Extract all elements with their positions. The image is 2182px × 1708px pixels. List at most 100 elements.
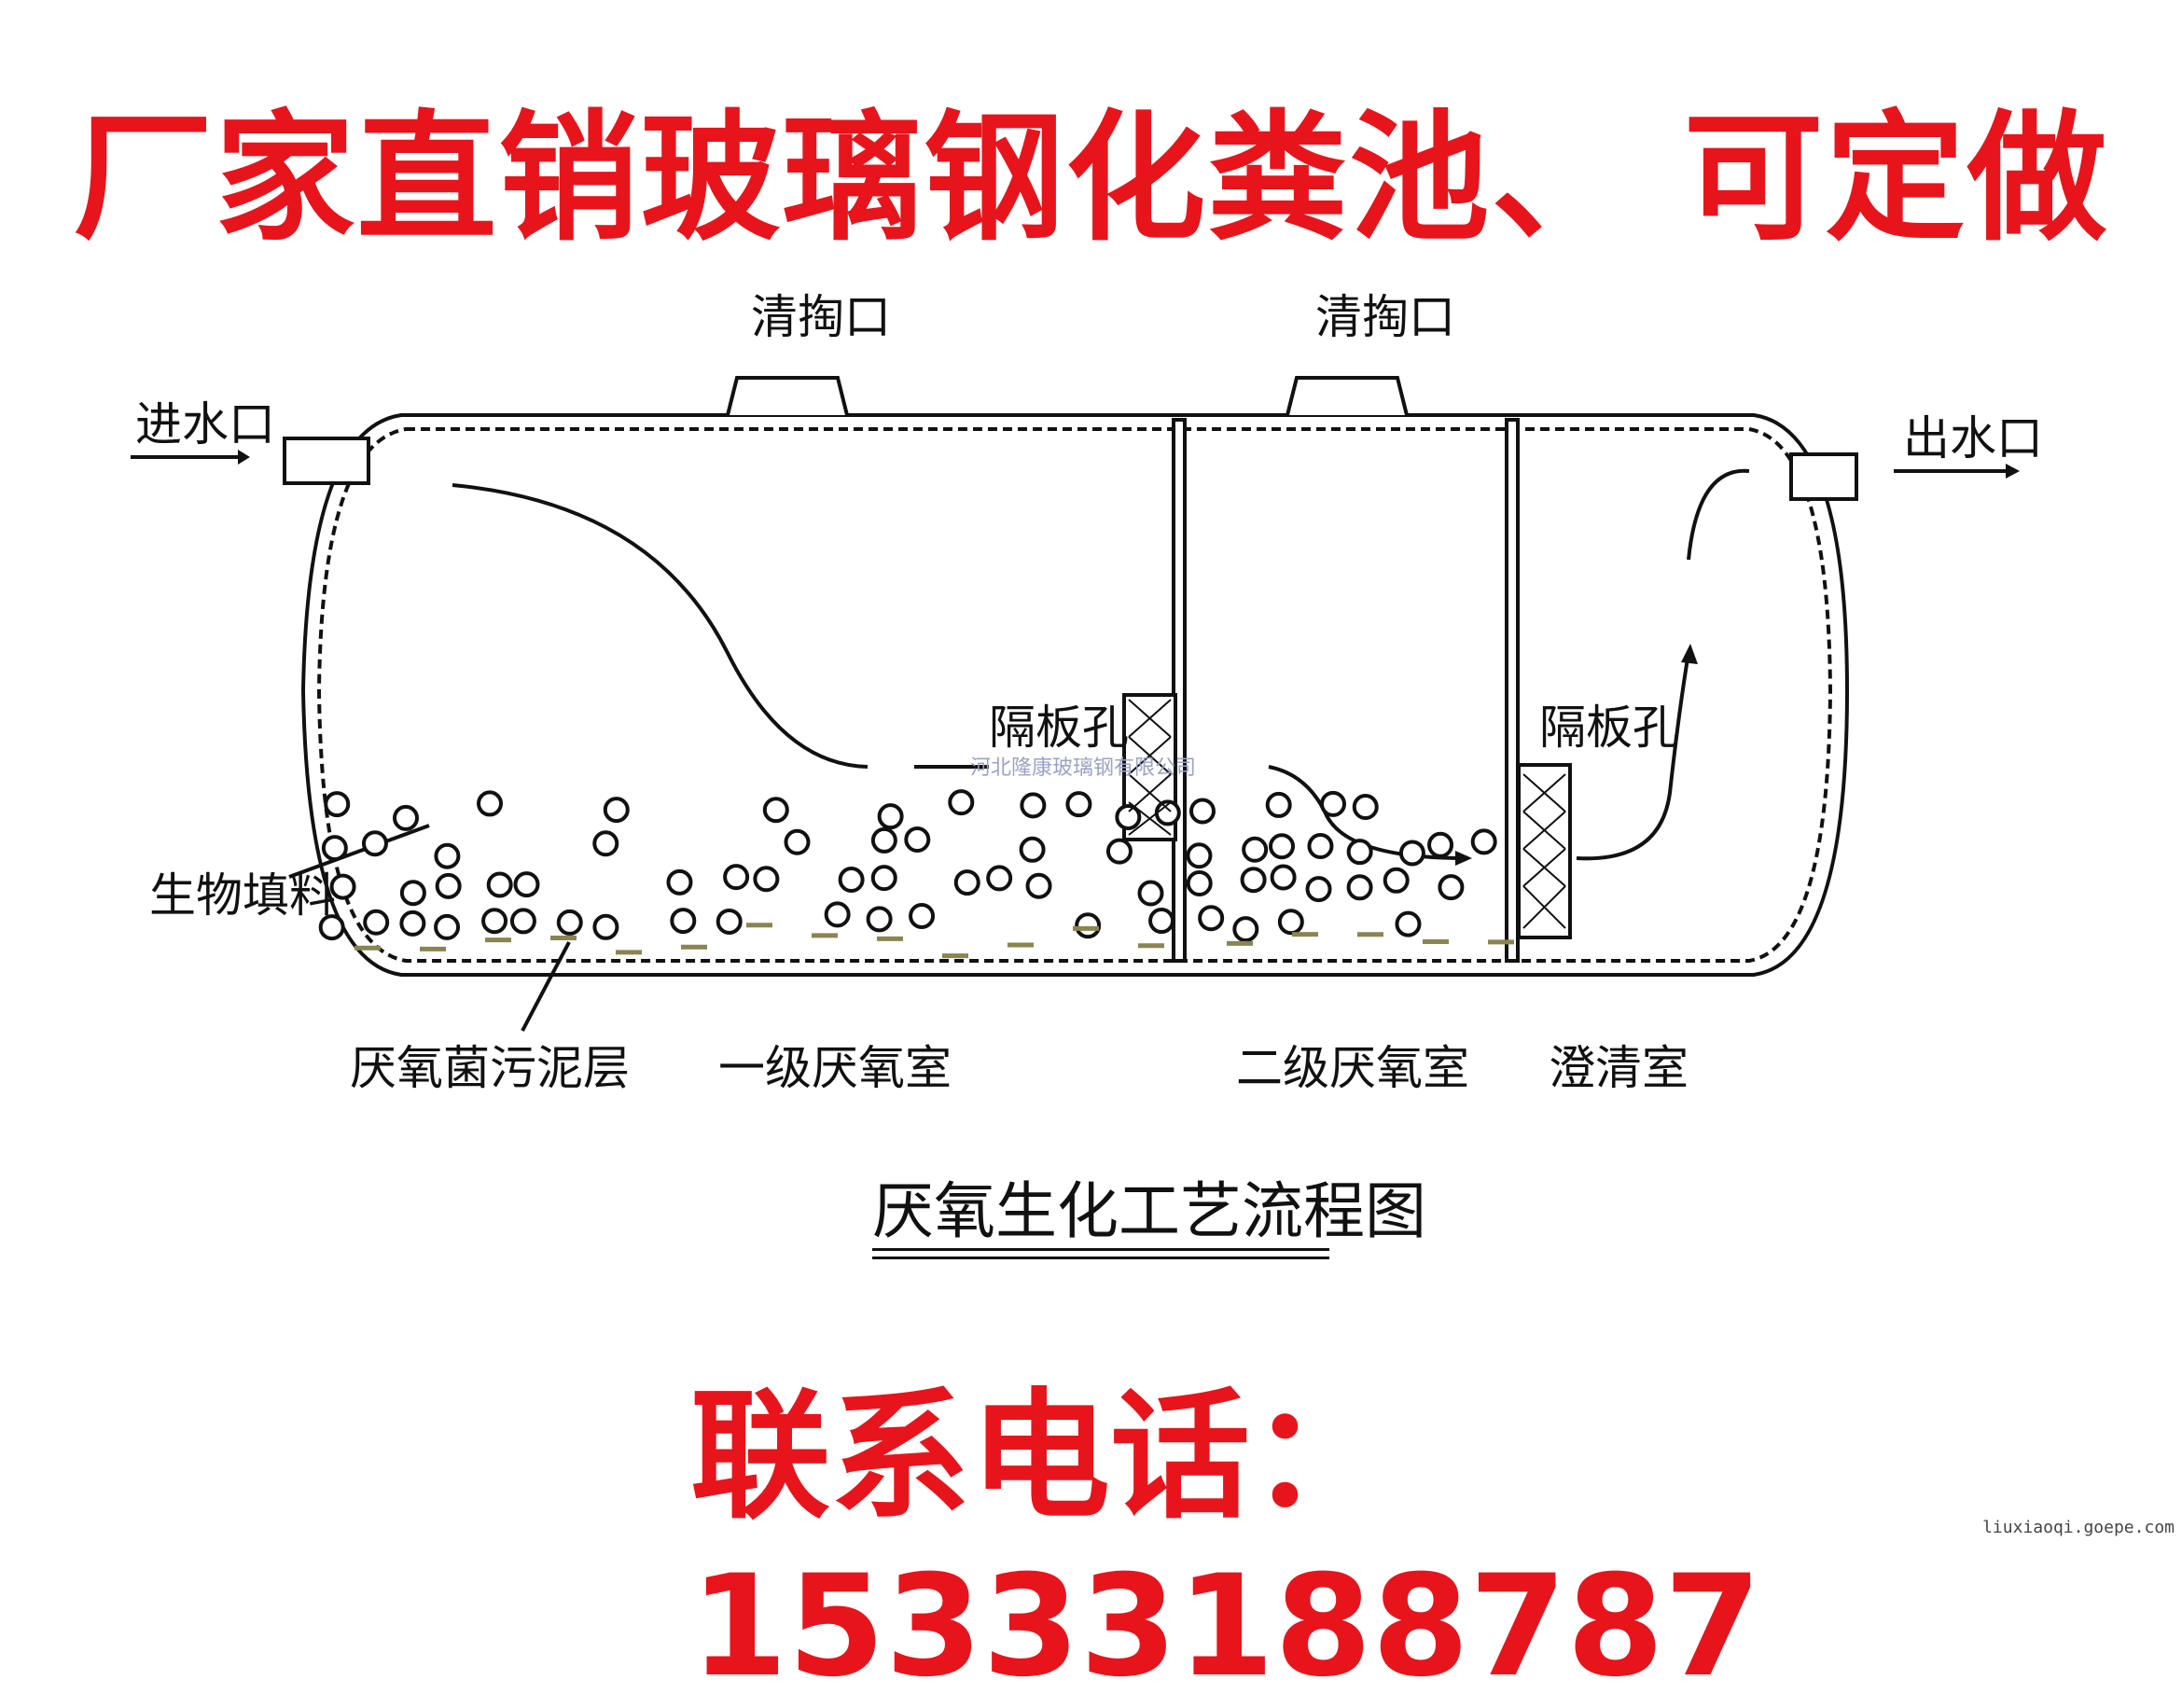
filler-ball xyxy=(1277,909,1304,936)
filler-ball xyxy=(1025,872,1052,899)
flow-curve-1 xyxy=(452,483,869,769)
filler-ball xyxy=(513,871,540,898)
filler-ball xyxy=(1232,916,1259,943)
clarifier-label: 澄清室 xyxy=(1549,1041,1689,1095)
filler-ball xyxy=(1075,912,1102,939)
cleanout-2 xyxy=(1286,376,1409,416)
bio-filler-balls xyxy=(318,789,1497,943)
baffle-hole-2-label: 隔板孔 xyxy=(1539,701,1679,755)
filler-ball xyxy=(399,880,426,907)
filler-ball xyxy=(723,864,750,891)
site-watermark: liuxiaoqi.goepe.com xyxy=(1982,1518,2175,1537)
inlet-pipe xyxy=(283,437,370,485)
filler-ball xyxy=(1186,870,1213,897)
filler-ball xyxy=(1137,880,1164,907)
filler-ball xyxy=(1352,794,1379,821)
caption-underline-2 xyxy=(872,1257,1329,1259)
filler-ball xyxy=(838,867,865,894)
flow-arrowhead-2 xyxy=(1455,851,1472,866)
filler-ball xyxy=(1438,874,1465,901)
filler-ball xyxy=(870,826,897,854)
filler-ball xyxy=(1242,836,1269,863)
filler-ball xyxy=(1186,842,1213,869)
filler-ball xyxy=(603,797,630,824)
filler-ball xyxy=(762,797,789,824)
filler-ball xyxy=(1065,791,1092,818)
filter-2-mesh xyxy=(1522,773,1566,929)
tank-shell xyxy=(300,413,1850,977)
outlet-pipe xyxy=(1789,452,1858,501)
cleanout-1-label: 清掏口 xyxy=(751,290,891,344)
headline: 厂家直销玻璃钢化粪池、 可定做 xyxy=(73,98,2109,260)
filler-ball xyxy=(556,909,583,936)
filler-ball xyxy=(1105,838,1133,865)
outlet-label: 出水口 xyxy=(1903,411,2043,465)
filler-ball xyxy=(953,869,980,896)
sludge-layer-label: 厌氧菌污泥层 xyxy=(350,1041,630,1095)
filler-ball xyxy=(1320,790,1347,817)
filler-ball xyxy=(486,871,513,898)
chamber-2-label: 二级厌氧室 xyxy=(1236,1041,1469,1095)
filler-ball xyxy=(870,865,897,892)
baffle-2 xyxy=(1505,418,1520,963)
filler-ball xyxy=(866,906,893,933)
filler-ball xyxy=(361,830,388,857)
filler-ball xyxy=(1189,798,1216,825)
filler-ball xyxy=(1398,840,1425,867)
filler-ball xyxy=(1020,792,1047,819)
filler-ball xyxy=(824,901,851,928)
baffle-hole-1-label: 隔板孔 xyxy=(989,701,1129,755)
filler-ball xyxy=(329,873,356,900)
filler-ball xyxy=(909,902,936,929)
filler-ball xyxy=(477,790,504,817)
filler-ball xyxy=(324,791,351,818)
filler-ball xyxy=(592,913,619,940)
cleanout-1 xyxy=(726,376,849,416)
filler-ball xyxy=(1307,833,1334,860)
tank-inner-wall xyxy=(316,427,1833,963)
filler-ball xyxy=(666,868,693,896)
filler-ball xyxy=(318,914,345,941)
filter-1-mesh xyxy=(1128,699,1172,836)
bio-filler-label: 生物填料 xyxy=(149,868,336,923)
filler-ball xyxy=(1395,910,1422,937)
filler-ball xyxy=(1305,876,1332,903)
filler-ball xyxy=(904,826,931,854)
filler-ball xyxy=(434,913,461,940)
filler-ball xyxy=(986,865,1013,892)
filler-ball xyxy=(1269,833,1296,860)
filler-ball xyxy=(481,908,508,935)
filler-ball xyxy=(393,804,420,831)
filler-ball xyxy=(1270,864,1297,891)
filler-ball xyxy=(399,910,426,937)
baffle-1 xyxy=(1172,418,1187,963)
filler-ball xyxy=(1115,803,1142,830)
flow-curve-5 xyxy=(1687,468,1750,561)
contact-phone: 联系电话：15333188787 xyxy=(690,1376,1762,1708)
watermark: 河北隆康玻璃钢有限公司 xyxy=(970,757,1197,780)
cleanout-2-label: 清掏口 xyxy=(1315,290,1455,344)
filler-ball xyxy=(670,908,697,935)
filler-ball xyxy=(321,835,348,862)
filler-ball xyxy=(1265,791,1292,818)
filler-ball xyxy=(716,908,743,935)
inlet-label: 进水口 xyxy=(135,397,275,451)
filler-ball xyxy=(1198,905,1225,932)
chamber-1-label: 一级厌氧室 xyxy=(718,1041,952,1095)
sludge-leader xyxy=(521,941,571,1032)
filler-ball xyxy=(363,909,390,936)
filler-ball xyxy=(592,830,619,857)
filler-ball xyxy=(1470,828,1497,855)
filler-ball xyxy=(1240,867,1267,894)
filler-ball xyxy=(509,908,536,935)
outlet-arrowhead xyxy=(2006,464,2020,479)
diagram-caption: 厌氧生化工艺流程图 xyxy=(872,1175,1426,1247)
filler-ball xyxy=(1383,867,1410,894)
filler-ball xyxy=(1148,908,1175,935)
caption-underline-1 xyxy=(872,1248,1329,1251)
filler-ball xyxy=(1346,839,1373,866)
filler-ball xyxy=(435,872,462,899)
septic-tank-diagram xyxy=(131,376,2020,1032)
filler-ball xyxy=(784,828,811,855)
flow-curve-4 xyxy=(1576,652,1690,861)
